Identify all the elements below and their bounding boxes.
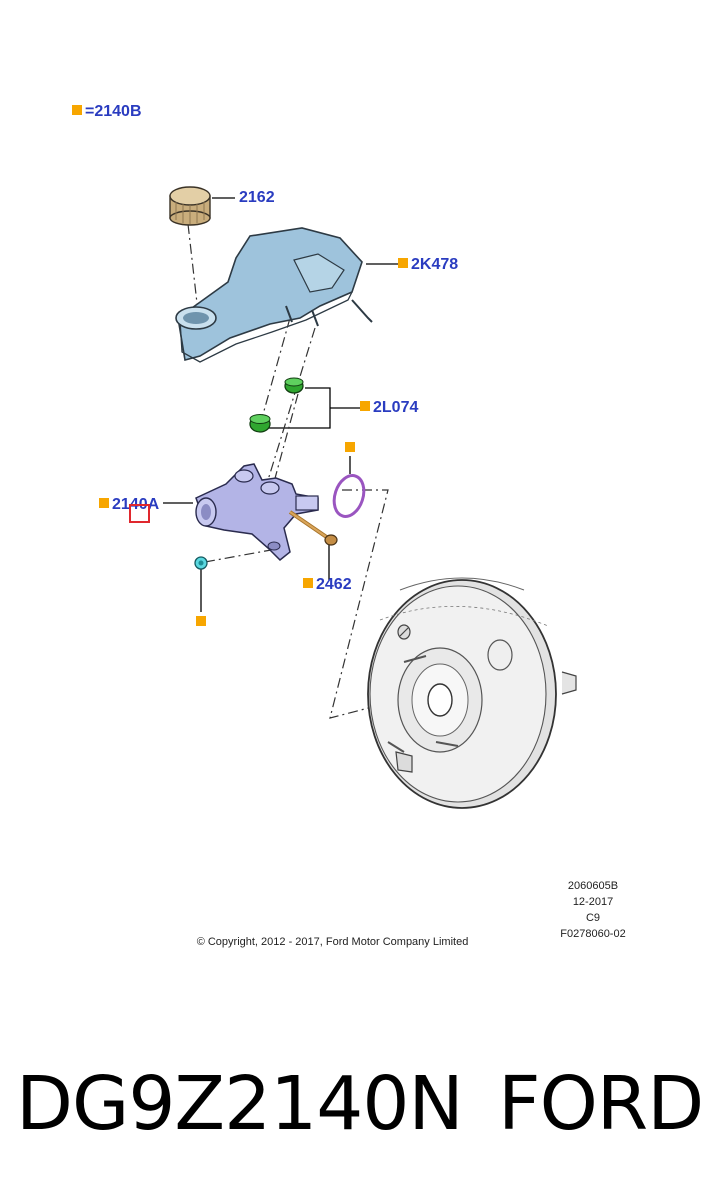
legend-marker <box>72 104 82 115</box>
legend-text: =2140B <box>85 103 142 120</box>
callout-bolt-label: 2462 <box>316 576 352 593</box>
leader-seals <box>268 387 331 429</box>
reservoir-illustration <box>175 227 373 363</box>
callout-seals-label: 2L074 <box>373 399 419 416</box>
copyright: © Copyright, 2012 - 2017, Ford Motor Com… <box>196 936 469 948</box>
parts-diagram <box>163 186 577 809</box>
bolt-illustration <box>288 510 338 546</box>
seal-illustration <box>249 377 304 433</box>
callout-bolt[interactable]: 2462 <box>303 576 352 594</box>
marker-oring <box>345 442 355 452</box>
meta-code: 2060605B <box>567 880 619 892</box>
cap-illustration <box>169 186 211 226</box>
meta-figure-id: F0278060-02 <box>560 928 626 940</box>
marker-seals <box>360 400 370 411</box>
oring-illustration <box>332 474 366 518</box>
part-number: DG9Z2140N <box>16 1061 464 1147</box>
master-cylinder-illustration <box>195 463 319 562</box>
marker-master-cylinder <box>99 497 109 508</box>
callout-reservoir[interactable]: 2K478 <box>398 256 458 274</box>
brand-name: FORD <box>498 1061 704 1147</box>
callout-reservoir-label: 2K478 <box>411 256 459 273</box>
fitting-illustration <box>194 556 208 570</box>
callout-cap[interactable]: 2162 <box>239 189 275 206</box>
callout-seals[interactable]: 2L074 <box>360 399 418 417</box>
marker-reservoir <box>398 257 408 268</box>
brake-booster-illustration <box>367 577 577 809</box>
highlight-box <box>129 504 150 523</box>
meta-date: 12-2017 <box>572 896 614 908</box>
legend: =2140B <box>72 103 142 121</box>
meta-variant: C9 <box>585 912 601 924</box>
marker-bolt <box>303 577 313 588</box>
marker-fitting <box>196 616 206 626</box>
